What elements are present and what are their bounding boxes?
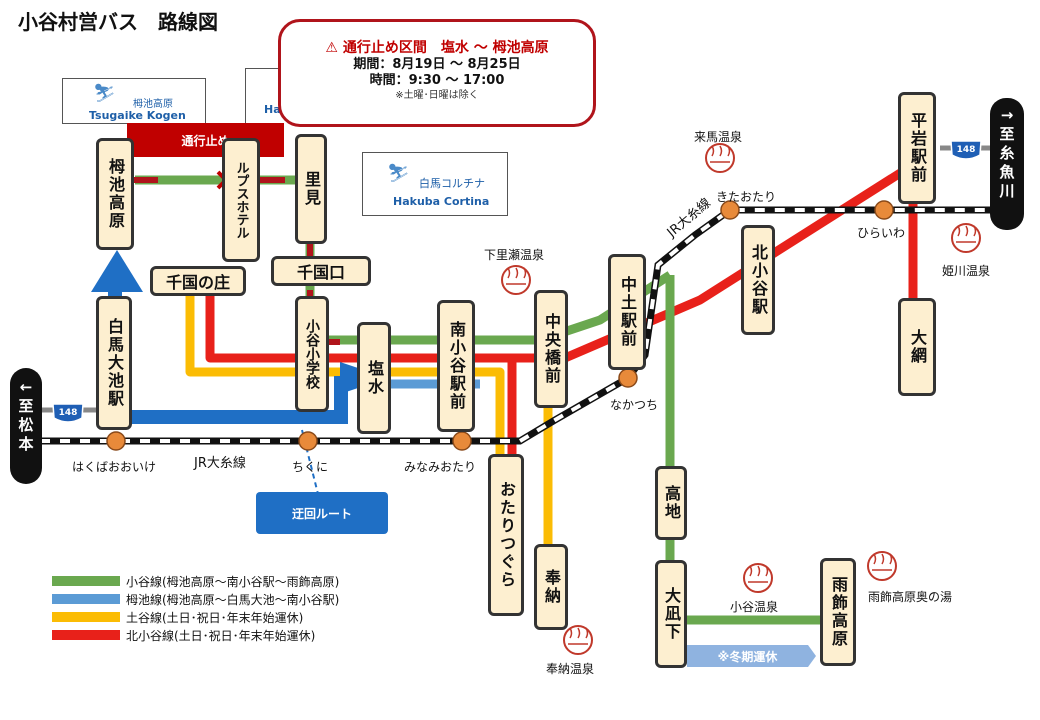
onsen-label-houno: 奉納温泉	[546, 662, 595, 676]
route-148-label-left: 148	[59, 408, 78, 418]
dest-char: 本	[18, 435, 34, 453]
stop-amakazari: 雨飾高原	[820, 558, 856, 666]
legend-swatch-blue	[52, 594, 120, 604]
skier-icon: ⛷	[387, 163, 410, 184]
station-label-kita-otari: きたおたり	[716, 190, 777, 204]
stop-otari-school: 小谷小学校	[295, 296, 329, 412]
hakuba-partial-text: Ha	[264, 103, 281, 116]
route-148-shield-left: 148	[52, 403, 84, 423]
route-148-shield-right: 148	[950, 140, 982, 160]
route-148-label-right: 148	[957, 145, 976, 155]
legend-label: 土谷線(土日･祝日･年末年始運休)	[126, 610, 304, 625]
legend-row: 土谷線(土日･祝日･年末年始運休)	[52, 608, 339, 626]
destination-itoigawa: → 至 糸 魚 川	[990, 98, 1024, 230]
dest-char: 至	[999, 125, 1015, 143]
skier-icon: ⛷	[93, 83, 116, 104]
rail-station-markers	[106, 200, 894, 451]
dest-char: 松	[18, 416, 34, 434]
stop-houno: 奉納	[534, 544, 568, 630]
winter-arrow-right	[808, 645, 816, 667]
stop-takachi: 高地	[655, 466, 687, 540]
dest-char: 糸	[999, 144, 1015, 162]
dest-char: 至	[18, 397, 34, 415]
winter-closure-badge: ※冬期運休	[687, 645, 808, 667]
stop-tsugaike-kogen: 栂池高原	[96, 138, 134, 250]
tsugaike-logo-en: Tsugaike Kogen	[89, 109, 186, 122]
stop-nakatsuchi: 中土駅前	[608, 254, 646, 370]
stop-hakuba-oike: 白馬大池駅	[96, 296, 132, 430]
stop-onagishita: 大凪下	[655, 560, 687, 668]
arrow-right-icon: →	[1000, 106, 1014, 124]
legend-row: 北小谷線(土日･祝日･年末年始運休)	[52, 626, 339, 644]
stop-chuo-bashi: 中央橋前	[534, 290, 568, 408]
route-legend: 小谷線(栂池高原～南小谷駅～雨飾高原) 栂池線(栂池高原～白馬大池～南小谷駅) …	[52, 572, 339, 644]
onsen-label-otari: 小谷温泉	[730, 600, 779, 614]
tsugaike-logo-jp: 栂池高原	[133, 99, 173, 110]
stop-oami: 大網	[898, 298, 936, 396]
notice-heading: ⚠ 通行止め区間 塩水 ～ 栂池高原	[325, 40, 549, 56]
onsen-label-amakazari: 雨飾高原奥の湯	[868, 590, 953, 604]
legend-label: 北小谷線(土日･祝日･年末年始運休)	[126, 628, 316, 643]
legend-row: 小谷線(栂池高原～南小谷駅～雨飾高原)	[52, 572, 339, 590]
legend-row: 栂池線(栂池高原～白馬大池～南小谷駅)	[52, 590, 339, 608]
station-label-hiraiwa: ひらいわ	[857, 226, 906, 240]
legend-swatch-yellow	[52, 612, 120, 622]
stop-shiomizu: 塩水	[357, 322, 391, 434]
dest-char: 魚	[999, 163, 1015, 181]
notice-note: ※土曜･日曜は除く	[395, 90, 479, 101]
onsen-label-kuruma: 来馬温泉	[694, 130, 743, 144]
onsen-steam-icon	[506, 145, 977, 645]
stop-otaritsugura: おたりつぐら	[488, 454, 524, 616]
closure-notice: ⚠ 通行止め区間 塩水 ～ 栂池高原 期間：8月19日 ～ 8月25日 時間：9…	[278, 19, 596, 127]
stop-minami-otari: 南小谷駅前	[437, 300, 475, 432]
stop-sengoku-guchi: 千国口	[271, 256, 371, 286]
stop-sengoku-no-sho: 千国の庄	[150, 266, 246, 296]
station-label-minami-otari: みなみおたり	[404, 460, 477, 474]
onsen-label-shimosato: 下里瀬温泉	[484, 248, 545, 262]
legend-label: 栂池線(栂池高原～白馬大池～南小谷駅)	[126, 592, 340, 607]
stop-kita-otari: 北小谷駅	[741, 225, 775, 335]
notice-time: 時間：9:30 ～ 17:00	[369, 73, 505, 88]
stop-hiraiwa: 平岩駅前	[898, 92, 936, 204]
stop-sato: 里見	[295, 134, 327, 244]
dest-char: 川	[999, 182, 1015, 200]
hakuba-cortina-logo: ⛷ 白馬コルチナ Hakuba Cortina	[362, 152, 508, 216]
notice-period: 期間：8月19日 ～ 8月25日	[353, 57, 521, 72]
onsen-icon	[501, 143, 981, 655]
station-label-chikuni: ちくに	[292, 460, 329, 474]
destination-matsumoto: ← 至 松 本	[10, 368, 42, 484]
tsugaike-kogen-logo: ⛷ 栂池高原 Tsugaike Kogen	[62, 78, 206, 124]
hakuba-partial-logo: Ha	[245, 68, 281, 124]
cortina-logo-en: Hakuba Cortina	[393, 195, 490, 208]
arrow-left-icon: ←	[19, 378, 33, 396]
cortina-logo-jp: 白馬コルチナ	[419, 177, 485, 190]
map-title: 小谷村営バス 路線図	[18, 10, 218, 34]
closed-callout: 通行止め	[127, 123, 284, 157]
onsen-label-himekawa: 姫川温泉	[942, 264, 991, 278]
legend-swatch-red	[52, 630, 120, 640]
detour-callout: 迂回ルート	[256, 492, 388, 534]
station-label-hakuba-oike: はくばおおいけ	[72, 460, 157, 474]
rail-line-label: JR大糸線	[194, 456, 246, 471]
station-label-nakatsuchi: なかつち	[610, 398, 659, 412]
legend-swatch-green	[52, 576, 120, 586]
legend-label: 小谷線(栂池高原～南小谷駅～雨飾高原)	[126, 574, 340, 589]
stop-alps-hotel: ルプスホテル	[222, 138, 260, 262]
